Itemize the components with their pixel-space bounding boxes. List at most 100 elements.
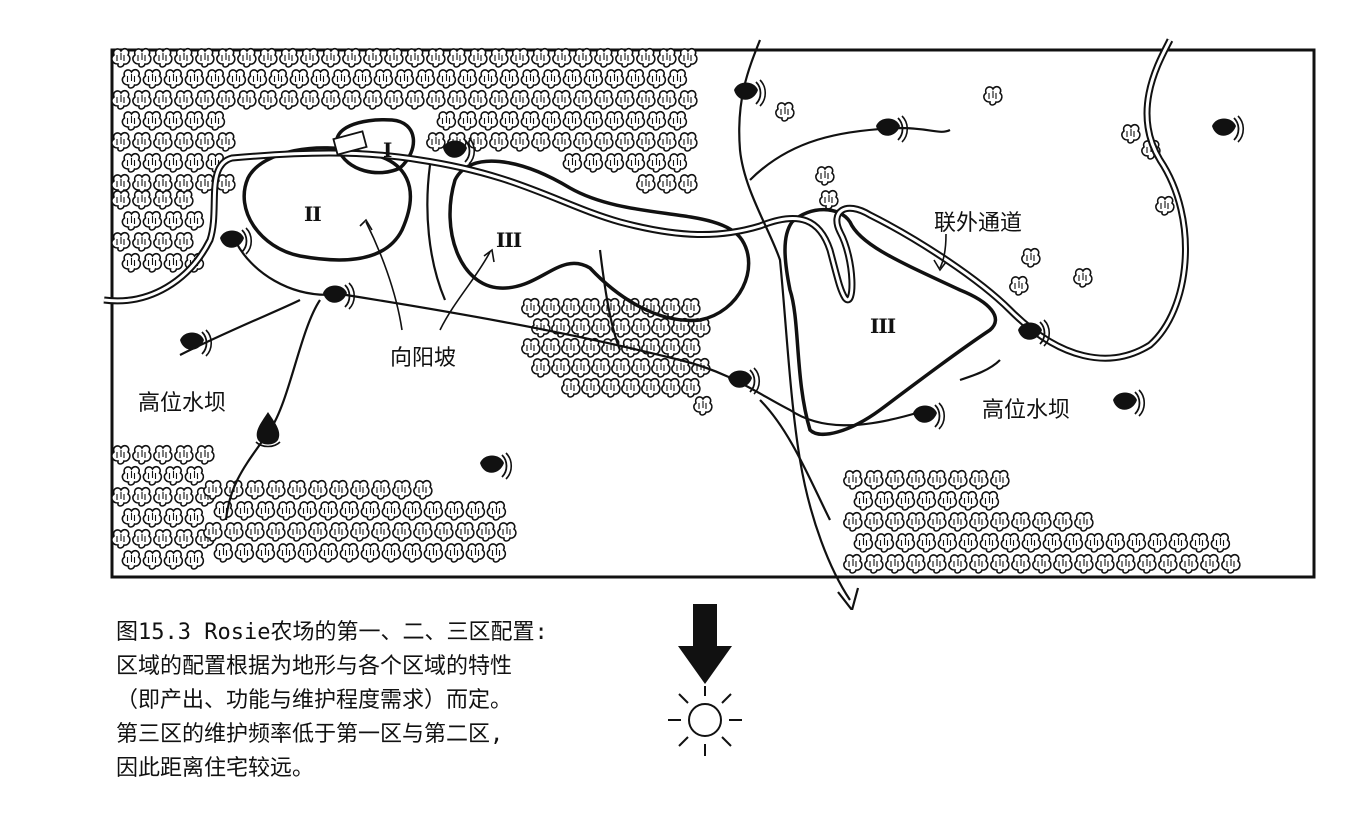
tree-icon — [174, 528, 194, 549]
caption-line: 第三区的维护频率低于第一区与第二区, — [116, 722, 504, 747]
tree-icon — [392, 521, 412, 542]
tree-icon — [552, 131, 572, 152]
tree-icon — [1032, 511, 1052, 532]
tree-icon — [678, 89, 698, 110]
tree-icon — [667, 68, 688, 89]
tree-icon — [476, 521, 496, 542]
tree-icon — [153, 189, 173, 210]
tree-icon — [1105, 532, 1126, 553]
caption-line: 图15.3 Rosie农场的第一、二、三区配置: — [116, 620, 548, 645]
tree-icon — [775, 101, 795, 122]
tree-icon — [885, 511, 905, 532]
tree-icon — [384, 47, 404, 68]
tree-icon — [594, 47, 614, 68]
tree-icon — [948, 469, 968, 490]
tree-icon — [142, 110, 163, 131]
tree-icon — [423, 500, 444, 521]
tree-icon — [1158, 553, 1178, 574]
tree-icon — [436, 110, 457, 131]
tree-icon — [216, 47, 236, 68]
tree-icon — [287, 521, 307, 542]
tree-icon — [551, 357, 571, 378]
tree-icon — [363, 89, 383, 110]
tree-icon — [651, 317, 671, 338]
tree-icon — [426, 131, 446, 152]
tree-icon — [661, 297, 681, 318]
tree-icon — [121, 549, 142, 570]
tree-icon — [895, 532, 916, 553]
tree-icon — [573, 89, 593, 110]
tree-icon — [174, 231, 194, 252]
tree-icon — [447, 47, 467, 68]
tree-icon — [958, 490, 979, 511]
tree-icon — [906, 553, 926, 574]
tree-icon — [1009, 275, 1029, 296]
tree-icon — [132, 528, 152, 549]
access-road — [103, 38, 1189, 362]
tree-icon — [205, 110, 226, 131]
tree-icon — [279, 89, 299, 110]
tree-icon — [153, 528, 173, 549]
tree-icon — [636, 173, 656, 194]
tree-icon — [531, 131, 551, 152]
tree-icon — [342, 47, 362, 68]
tree-icon — [552, 47, 572, 68]
zone-label-3-left: III — [496, 228, 522, 252]
zone-label-2: II — [304, 202, 322, 226]
tree-icon — [413, 479, 433, 500]
tree-icon — [184, 549, 205, 570]
tree-icon — [142, 465, 163, 486]
tree-icon — [667, 110, 688, 131]
tree-icon — [468, 47, 488, 68]
tree-icon — [636, 131, 656, 152]
forest-bottom-right — [843, 469, 1241, 574]
tree-icon — [216, 89, 236, 110]
tree-icon — [693, 395, 713, 416]
tree-icon — [163, 152, 184, 173]
tree-icon — [163, 110, 184, 131]
tree-icon — [843, 469, 863, 490]
tree-icon — [979, 532, 1000, 553]
tree-icon — [384, 89, 404, 110]
caption-line: 因此距离住宅较远。 — [116, 756, 315, 781]
tree-icon — [1200, 553, 1220, 574]
tree-icon — [678, 47, 698, 68]
tree-icon — [541, 337, 561, 358]
tree-icon — [646, 110, 667, 131]
tree-icon — [1000, 532, 1021, 553]
tree-icon — [631, 357, 651, 378]
tree-icon — [300, 89, 320, 110]
tree-icon — [121, 252, 142, 273]
tree-icon — [1073, 267, 1093, 288]
tree-icon — [625, 68, 646, 89]
dam-label-left: 高位水坝 — [138, 391, 227, 416]
tree-icon — [541, 68, 562, 89]
tree-icon — [681, 337, 701, 358]
tree-icon — [604, 152, 625, 173]
tree-icon — [1011, 553, 1031, 574]
tree-icon — [329, 479, 349, 500]
tree-icon — [331, 68, 352, 89]
tree-icon — [562, 68, 583, 89]
tree-icon — [497, 521, 517, 542]
tree-icon — [132, 189, 152, 210]
tree-icon — [916, 532, 937, 553]
tree-icon — [402, 500, 423, 521]
tree-icon — [927, 469, 947, 490]
tree-icon — [266, 479, 286, 500]
tree-icon — [205, 68, 226, 89]
tree-icon — [520, 68, 541, 89]
tree-icon — [1155, 195, 1175, 216]
tree-icon — [153, 231, 173, 252]
tree-icon — [226, 68, 247, 89]
tree-icon — [646, 68, 667, 89]
tree-icon — [184, 110, 205, 131]
tree-icon — [339, 542, 360, 563]
tree-icon — [142, 252, 163, 273]
tree-icon — [1053, 511, 1073, 532]
tree-icon — [885, 553, 905, 574]
caption-line: （即产出、功能与维护程度需求）而定。 — [116, 688, 513, 713]
tree-icon — [615, 131, 635, 152]
tree-icon — [615, 89, 635, 110]
zone-2-boundary — [242, 146, 412, 262]
